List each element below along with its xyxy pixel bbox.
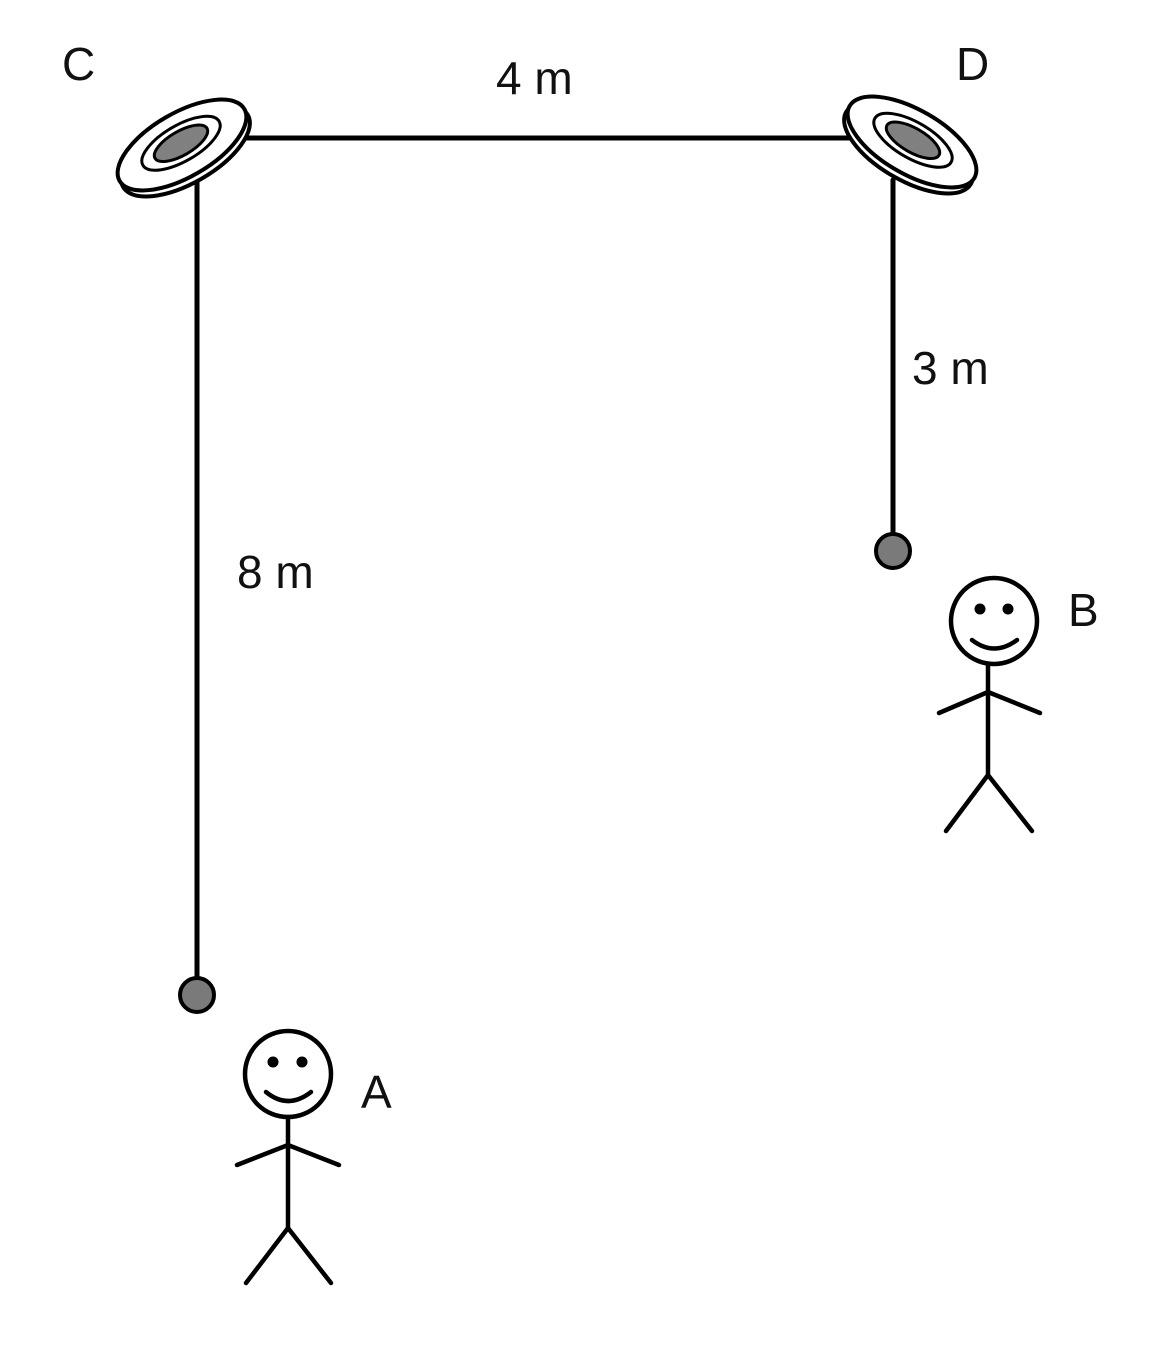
label-point-c: C [62, 38, 95, 90]
label-distance-c-vertical: 8 m [237, 546, 314, 598]
pulley-d-icon [842, 94, 979, 196]
pulley-c-icon [115, 97, 252, 199]
label-point-d: D [956, 38, 989, 90]
label-person-a: A [361, 1066, 392, 1118]
weight-ball-d [874, 532, 912, 570]
label-distance-cd: 4 m [496, 52, 573, 104]
weight-ball-c [178, 976, 216, 1014]
person-a-icon [234, 1028, 342, 1286]
label-distance-d-vertical: 3 m [912, 342, 989, 394]
label-person-b: B [1068, 584, 1099, 636]
person-b-icon [936, 575, 1043, 834]
